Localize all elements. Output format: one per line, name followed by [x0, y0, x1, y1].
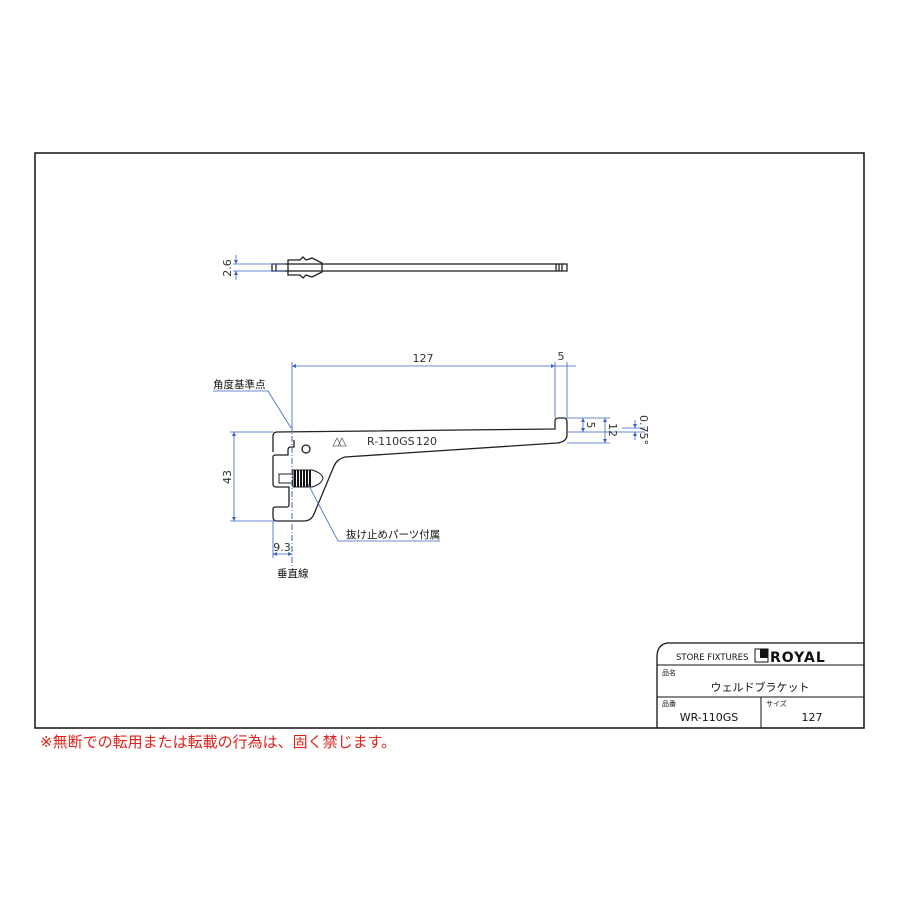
dimension-thickness: 2.6	[221, 255, 285, 280]
product-name-label: 品名	[662, 668, 676, 677]
stamp-text: R-110GS	[367, 435, 415, 448]
brand-name: ROYAL	[770, 650, 826, 666]
dim-length-text: 127	[413, 352, 434, 365]
size-value: 127	[802, 711, 823, 724]
logo-mark	[332, 437, 347, 447]
part-number: WR-110GS	[680, 711, 739, 724]
royal-logo-icon	[754, 648, 769, 663]
dimension-height: 43	[221, 431, 277, 522]
stopper-label: 抜け止めパーツ付属	[346, 528, 440, 541]
drawing-frame	[34, 152, 865, 729]
copyright-note: ※無断での転用または転載の行為は、固く禁じます。	[40, 733, 397, 751]
dim-hook-width-text: 5	[558, 350, 565, 363]
bracket-side-view: R-110GS 120	[272, 417, 568, 566]
stamp-number: 120	[416, 435, 437, 448]
dimension-hook: 5 12 0.75°	[567, 415, 650, 445]
dim-height-text: 43	[221, 470, 234, 484]
dimension-offset: 9.3	[272, 521, 292, 558]
dim-hook-height-text: 5	[584, 422, 597, 429]
size-label: サイズ	[766, 699, 787, 708]
bracket-top-view	[271, 256, 568, 279]
dim-tip-height-text: 12	[606, 423, 619, 437]
dimension-length: 127 5	[291, 350, 576, 432]
product-name: ウェルドブラケット	[711, 680, 810, 694]
stopper-part	[278, 469, 324, 488]
title-block: STORE FIXTURES ROYAL 品名 ウェルドブラケット 品番 WR-…	[656, 642, 864, 728]
company-tagline: STORE FIXTURES	[676, 653, 748, 663]
vertical-line-label: 垂直線	[277, 567, 309, 580]
part-number-label: 品番	[662, 700, 676, 708]
angle-reference-label: 角度基準点	[213, 378, 266, 391]
dim-angle-text: 0.75°	[637, 415, 650, 445]
dim-thickness-text: 2.6	[221, 259, 234, 277]
dim-offset-text: 9.3	[273, 541, 291, 554]
